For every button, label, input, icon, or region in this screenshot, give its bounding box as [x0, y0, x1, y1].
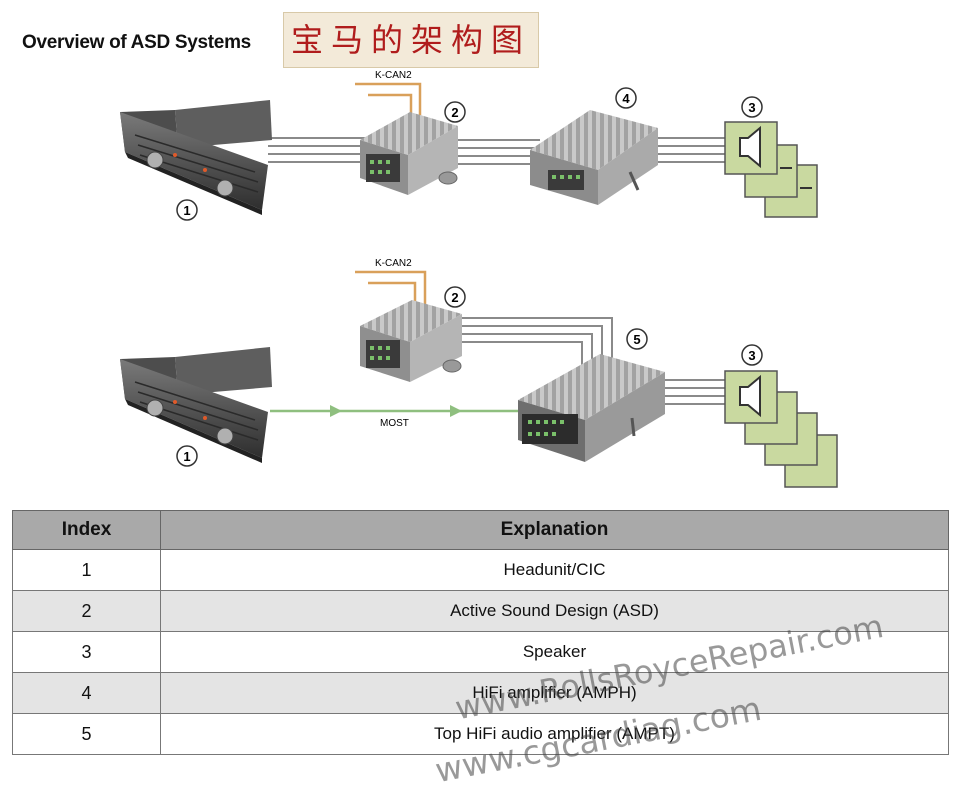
svg-text:1: 1	[183, 203, 190, 218]
explanation-cell: Active Sound Design (ASD)	[160, 590, 949, 632]
table-row: 5 Top HiFi audio amplifier (AMPT)	[12, 713, 949, 755]
table-row: 1 Headunit/CIC	[12, 549, 949, 591]
index-cell: 4	[12, 672, 161, 714]
svg-text:2: 2	[451, 105, 458, 120]
kcan2-label-bottom: K-CAN2	[375, 258, 412, 269]
chinese-caption: 宝马的架构图	[283, 12, 539, 68]
svg-text:5: 5	[633, 332, 640, 347]
callout-3-top: 3	[741, 96, 763, 118]
asd-module-top	[360, 112, 458, 195]
explanation-cell: Top HiFi audio amplifier (AMPT)	[160, 713, 949, 755]
explanation-cell: Speaker	[160, 631, 949, 673]
explanation-cell: HiFi amplifier (AMPH)	[160, 672, 949, 714]
asd-system-diagram: K-CAN2	[120, 70, 838, 488]
index-column-header: Index	[12, 510, 161, 550]
asd-amph-wires	[458, 139, 540, 165]
asd-ampt-wires	[462, 317, 613, 370]
explanation-cell: Headunit/CIC	[160, 549, 949, 591]
callout-1-top: 1	[176, 199, 198, 221]
headunit-bottom	[120, 347, 272, 463]
callout-1-bottom: 1	[176, 445, 198, 467]
svg-text:3: 3	[748, 100, 755, 115]
index-cell: 5	[12, 713, 161, 755]
explanation-column-header: Explanation	[160, 510, 949, 550]
callout-5: 5	[626, 328, 648, 350]
table-row: 3 Speaker	[12, 631, 949, 673]
ampt-speaker-wires	[660, 379, 730, 405]
svg-text:2: 2	[451, 290, 458, 305]
table-header-row: Index Explanation	[12, 510, 949, 550]
hifi-amplifier-amph	[530, 110, 658, 205]
top-hifi-amplifier-ampt	[518, 354, 665, 462]
amph-speaker-wires	[652, 137, 730, 163]
callout-4: 4	[615, 87, 637, 109]
index-cell: 1	[12, 549, 161, 591]
index-cell: 2	[12, 590, 161, 632]
speaker-stack-bottom	[724, 370, 838, 488]
index-explanation-table: Index Explanation 1 Headunit/CIC 2 Activ…	[12, 510, 949, 755]
headunit-asd-wires-top	[268, 137, 370, 163]
kcan2-wires-bottom	[355, 270, 427, 308]
kcan2-label-top: K-CAN2	[375, 70, 412, 81]
table-row: 4 HiFi amplifier (AMPH)	[12, 672, 949, 714]
table-row: 2 Active Sound Design (ASD)	[12, 590, 949, 632]
kcan2-wires-top	[355, 82, 422, 120]
speaker-stack-top	[724, 121, 818, 218]
callout-3-bottom: 3	[741, 344, 763, 366]
callout-2-top: 2	[444, 101, 466, 123]
index-cell: 3	[12, 631, 161, 673]
page-title: Overview of ASD Systems	[22, 32, 251, 53]
most-bus-wire	[270, 405, 518, 417]
asd-module-bottom	[360, 300, 462, 382]
svg-text:1: 1	[183, 449, 190, 464]
headunit-top	[120, 100, 272, 215]
svg-text:4: 4	[622, 91, 630, 106]
most-label: MOST	[380, 418, 409, 429]
svg-text:3: 3	[748, 348, 755, 363]
callout-2-bottom: 2	[444, 286, 466, 308]
